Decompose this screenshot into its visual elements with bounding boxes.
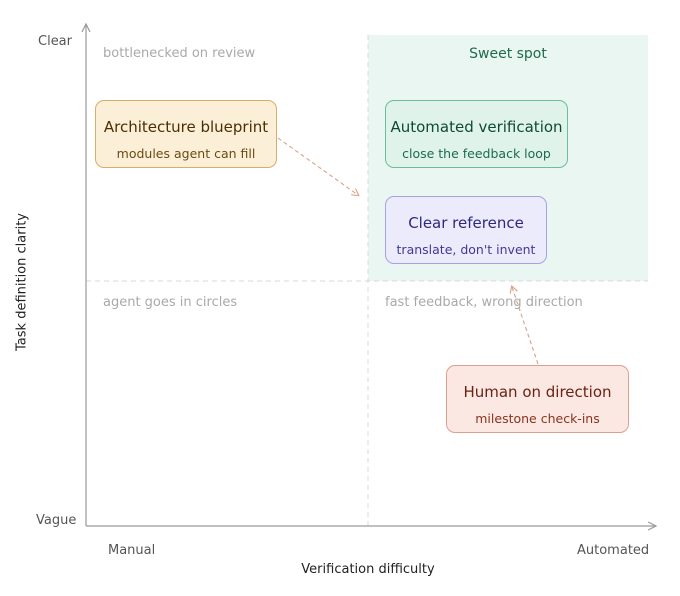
card-clear-reference: Clear reference translate, don't invent bbox=[385, 196, 547, 264]
x-axis-title: Verification difficulty bbox=[301, 562, 435, 577]
card-subtitle: modules agent can fill bbox=[116, 146, 256, 161]
card-title: Human on direction bbox=[463, 383, 612, 401]
arrow-architecture-to-sweet-spot bbox=[277, 137, 358, 195]
card-human-on-direction: Human on direction milestone check-ins bbox=[446, 365, 629, 433]
y-axis-bottom-label: Vague bbox=[36, 513, 77, 528]
x-axis-right-label: Automated bbox=[577, 543, 650, 558]
quadrant-label-bottom-left: agent goes in circles bbox=[103, 295, 238, 310]
x-axis-left-label: Manual bbox=[108, 543, 156, 558]
card-automated-verification: Automated verification close the feedbac… bbox=[385, 100, 568, 168]
card-subtitle: milestone check-ins bbox=[475, 411, 600, 426]
card-subtitle: close the feedback loop bbox=[402, 146, 551, 161]
card-subtitle: translate, don't invent bbox=[396, 242, 536, 257]
quadrant-label-top-left: bottlenecked on review bbox=[103, 46, 256, 61]
quadrant-label-bottom-right: fast feedback, wrong direction bbox=[385, 295, 583, 310]
card-title: Automated verification bbox=[390, 118, 563, 136]
card-title: Clear reference bbox=[408, 214, 524, 232]
y-axis-title: Task definition clarity bbox=[14, 213, 30, 351]
y-axis-top-label: Clear bbox=[38, 34, 72, 49]
quadrant-label-top-right: Sweet spot bbox=[469, 46, 547, 62]
card-architecture-blueprint: Architecture blueprint modules agent can… bbox=[95, 100, 277, 168]
card-title: Architecture blueprint bbox=[103, 118, 269, 136]
